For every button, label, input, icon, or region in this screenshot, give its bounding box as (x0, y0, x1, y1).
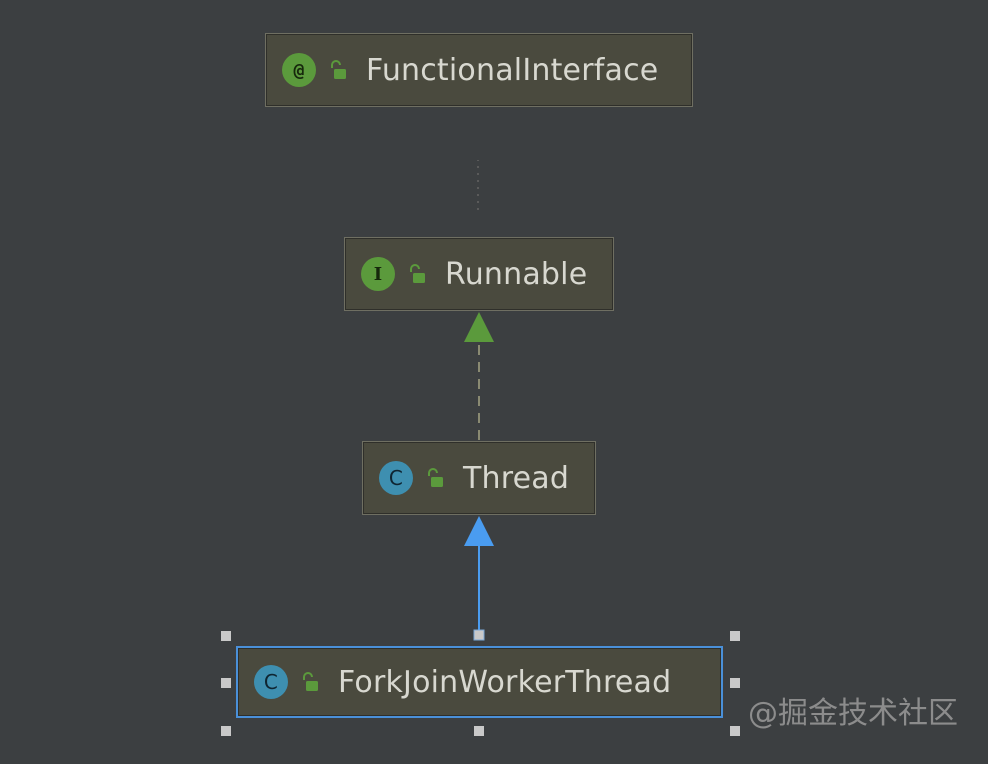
node-label: ForkJoinWorkerThread (338, 664, 672, 700)
implements-arrowhead (464, 312, 494, 342)
resize-handle-bottom-left[interactable] (221, 726, 231, 736)
resize-handle-middle-left[interactable] (221, 678, 231, 688)
resize-handle-middle-right[interactable] (730, 678, 740, 688)
node-runnable[interactable]: I Runnable (344, 237, 614, 311)
watermark: @掘金技术社区 (748, 696, 958, 731)
public-unlocked-icon (428, 468, 443, 487)
public-unlocked-icon (410, 264, 425, 283)
node-label: Thread (463, 460, 570, 496)
resize-handle-bottom-center[interactable] (474, 726, 484, 736)
node-label: FunctionalInterface (366, 52, 659, 88)
class-type-icon: C (254, 665, 288, 699)
node-label: Runnable (445, 256, 588, 292)
annotation-type-icon: @ (282, 53, 316, 87)
resize-handle-top-right[interactable] (730, 631, 740, 641)
edge-handle[interactable] (473, 629, 485, 641)
public-unlocked-icon (331, 60, 346, 79)
public-unlocked-icon (303, 672, 318, 691)
resize-handle-bottom-right[interactable] (730, 726, 740, 736)
node-thread[interactable]: C Thread (362, 441, 596, 515)
node-forkjoin-worker-thread[interactable]: C ForkJoinWorkerThread (236, 646, 723, 718)
extends-arrowhead (464, 516, 494, 546)
node-functional-interface[interactable]: @ FunctionalInterface (265, 33, 693, 107)
resize-handle-top-left[interactable] (221, 631, 231, 641)
class-type-icon: C (379, 461, 413, 495)
interface-type-icon: I (361, 257, 395, 291)
